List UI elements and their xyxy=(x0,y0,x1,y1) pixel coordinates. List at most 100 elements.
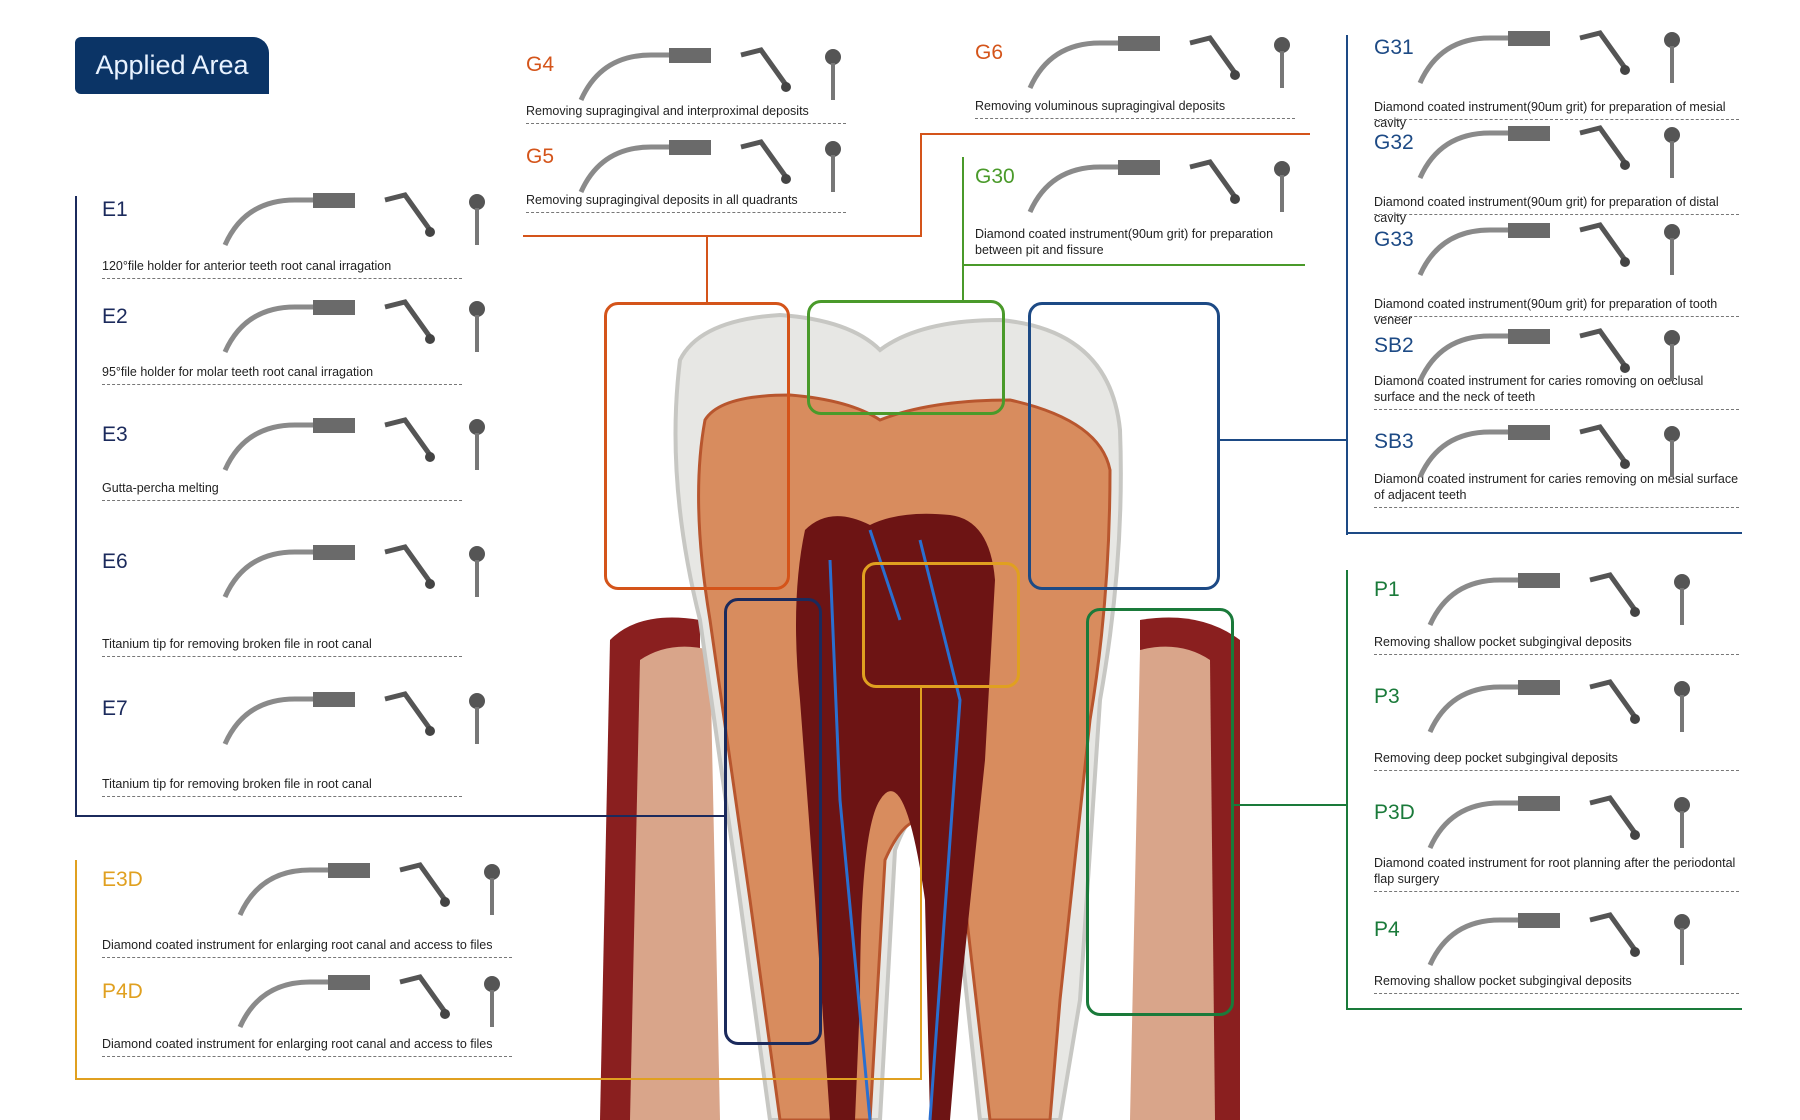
tip-code-g6: G6 xyxy=(975,41,1004,64)
scaler-tip-images xyxy=(1417,222,1680,277)
divider xyxy=(102,384,462,385)
region-box-cavity xyxy=(1028,302,1220,590)
scaler-tip-images xyxy=(222,691,485,746)
scaler-tip-images xyxy=(578,47,841,102)
tip-description: Removing deep pocket subgingival deposit… xyxy=(1374,751,1618,765)
tip-code-p1: P1 xyxy=(1374,578,1400,601)
divider xyxy=(1374,654,1739,655)
tip-description: Diamond coated instrument for root plann… xyxy=(1374,856,1736,886)
tip-description: Diamond coated instrument for enlarging … xyxy=(102,938,493,952)
tip-description: Titanium tip for removing broken file in… xyxy=(102,637,372,651)
scaler-tip-images xyxy=(1417,424,1680,479)
diamond-endo-connector-vertical xyxy=(920,688,922,1080)
divider xyxy=(1374,119,1739,120)
perio-bracket-bottom xyxy=(1346,1008,1742,1010)
bone-right xyxy=(1130,646,1215,1120)
divider xyxy=(102,500,462,501)
endo-connector xyxy=(75,815,725,817)
divider xyxy=(1374,316,1739,317)
diamond-endo-bracket xyxy=(75,860,77,1080)
tip-code-e3d: E3D xyxy=(102,868,143,891)
tip-description: Diamond coated instrument(90um grit) for… xyxy=(975,227,1274,257)
fissure-connector xyxy=(962,264,1305,266)
supra-connector-down xyxy=(706,235,708,302)
scaler-tip-images xyxy=(1417,125,1680,180)
tip-description: Removing voluminous supragingival deposi… xyxy=(975,99,1226,113)
scaler-tip-images xyxy=(237,974,500,1029)
scaler-tip-images xyxy=(1417,30,1680,85)
title-badge: Applied Area xyxy=(75,37,269,94)
region-box-pulp-chamber xyxy=(862,562,1020,688)
scaler-tip-images xyxy=(222,192,485,247)
bone-left xyxy=(630,646,720,1120)
divider xyxy=(1374,993,1739,994)
diamond-endo-connector xyxy=(75,1078,920,1080)
fissure-bracket xyxy=(962,157,964,265)
perio-connector xyxy=(1234,804,1346,806)
tip-code-e1: E1 xyxy=(102,198,128,221)
scaler-tip-images xyxy=(578,139,841,194)
divider xyxy=(1374,891,1739,892)
scaler-tip-images xyxy=(1027,35,1290,90)
tip-description: 120°file holder for anterior teeth root … xyxy=(102,259,392,273)
tip-code-g31: G31 xyxy=(1374,36,1414,59)
tip-code-p4: P4 xyxy=(1374,918,1400,941)
tip-description: Removing shallow pocket subgingival depo… xyxy=(1374,635,1632,649)
tip-description: Titanium tip for removing broken file in… xyxy=(102,777,372,791)
scaler-tip-images xyxy=(222,299,485,354)
tip-code-g4: G4 xyxy=(526,53,555,76)
divider xyxy=(102,656,462,657)
region-box-periodontal xyxy=(1086,608,1234,1016)
prep-bracket-bottom xyxy=(1346,532,1742,534)
tip-description: Diamond coated instrument for enlarging … xyxy=(102,1037,493,1051)
scaler-tip-images xyxy=(1427,912,1690,967)
tip-code-g32: G32 xyxy=(1374,131,1414,154)
tip-code-p4d: P4D xyxy=(102,980,143,1003)
scaler-tip-images xyxy=(237,862,500,917)
tip-code-p3d: P3D xyxy=(1374,801,1415,824)
blood-vessels xyxy=(828,529,962,1120)
tip-description: Diamond coated instrument(90um grit) for… xyxy=(1374,297,1718,327)
scaler-tip-images xyxy=(222,544,485,599)
supra-connector-up xyxy=(920,133,922,237)
region-box-root-canal xyxy=(724,598,822,1045)
tip-description: 95°file holder for molar teeth root cana… xyxy=(102,365,374,379)
tip-code-e6: E6 xyxy=(102,550,128,573)
divider xyxy=(1374,770,1739,771)
divider xyxy=(526,123,846,124)
divider xyxy=(1374,507,1739,508)
tip-code-p3: P3 xyxy=(1374,685,1400,708)
region-box-supragingival xyxy=(604,302,790,590)
divider xyxy=(102,278,462,279)
tip-description: Gutta-percha melting xyxy=(102,481,219,495)
region-box-fissure xyxy=(807,300,1005,415)
tip-description: Removing shallow pocket subgingival depo… xyxy=(1374,974,1632,988)
scaler-tip-images xyxy=(1427,679,1690,734)
tip-code-g30: G30 xyxy=(975,165,1015,188)
pulp xyxy=(796,513,995,1120)
divider xyxy=(1374,214,1739,215)
tip-code-g5: G5 xyxy=(526,145,555,168)
prep-bracket xyxy=(1346,35,1348,535)
scaler-tip-images xyxy=(1427,795,1690,850)
scaler-tip-images xyxy=(1427,572,1690,627)
supra-connector xyxy=(523,235,922,237)
tip-description: Removing supragingival and interproximal… xyxy=(526,104,809,118)
supra-connector-top xyxy=(920,133,1310,135)
tip-code-sb2: SB2 xyxy=(1374,334,1414,357)
divider xyxy=(1374,409,1739,410)
divider xyxy=(102,796,462,797)
tip-code-e2: E2 xyxy=(102,305,128,328)
divider xyxy=(102,1056,512,1057)
fissure-connector-down xyxy=(962,265,964,301)
tip-description: Diamond coated instrument for caries rem… xyxy=(1374,472,1739,502)
divider xyxy=(102,957,512,958)
endo-bracket xyxy=(75,196,77,817)
tip-description: Diamond coated instrument for caries rom… xyxy=(1374,374,1704,404)
tip-code-g33: G33 xyxy=(1374,228,1414,251)
scaler-tip-images xyxy=(1027,159,1290,214)
divider xyxy=(975,118,1295,119)
tip-description: Removing supragingival deposits in all q… xyxy=(526,193,798,207)
